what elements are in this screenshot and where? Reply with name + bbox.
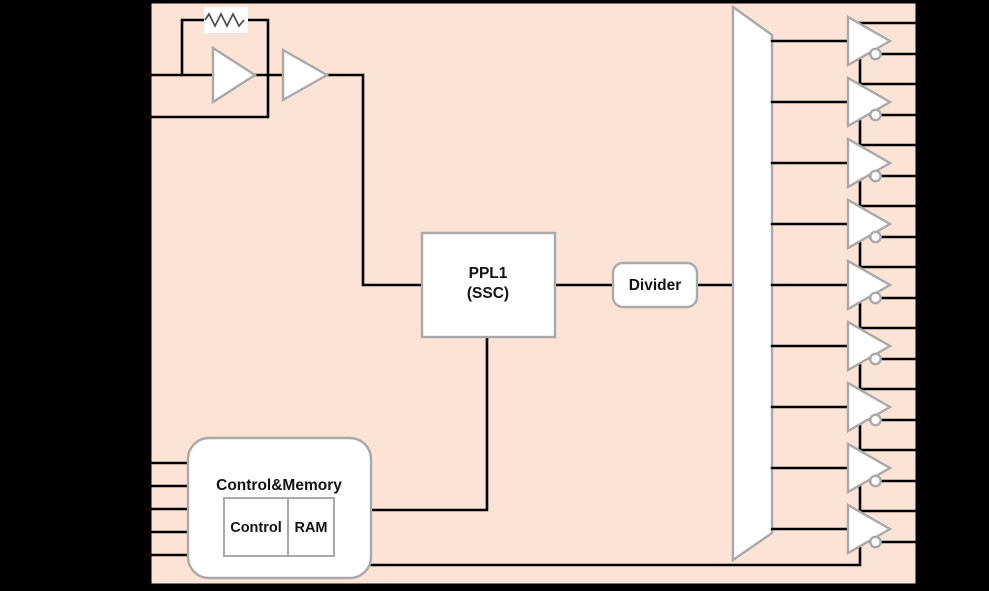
output-buffer-icon [846, 258, 893, 312]
output-buffer-bank [770, 14, 920, 556]
output-buffer-icon [846, 75, 893, 129]
output-buffer-icon [846, 319, 893, 373]
inverter-bubble-icon [869, 474, 882, 488]
resistor-body [204, 7, 248, 33]
inverter-bubble-icon [869, 230, 882, 244]
pll-label-line2: (SSC) [467, 285, 509, 302]
pll-block [420, 231, 557, 339]
control-label: Control [230, 520, 282, 536]
ram-label: RAM [294, 520, 327, 536]
divider-label: Divider [629, 277, 682, 294]
pll-to-control-wire [369, 335, 489, 512]
control-memory-title: Control&Memory [216, 477, 342, 494]
inverter-bubble-icon [869, 352, 882, 366]
inverter-bubble-icon [869, 291, 882, 305]
output-buffer-icon [846, 380, 893, 434]
feedback-resistor [204, 7, 248, 33]
osc-to-pll-wire [325, 73, 424, 287]
output-buffer-icon [846, 136, 893, 190]
inverter-bubble-icon [869, 413, 882, 427]
resistor-zigzag-icon [204, 12, 245, 28]
output-buffer-icon [846, 197, 893, 251]
inverter-bubble-icon [869, 47, 882, 61]
control-pin-stubs [147, 461, 190, 557]
control-memory-block: Control&Memory Control RAM [186, 436, 373, 580]
inverter-bubble-icon [869, 535, 882, 549]
oscillator-amp-icon [211, 45, 258, 105]
pll-label-line1: PPL1 [469, 265, 508, 282]
inverter-bubble-icon [869, 108, 882, 122]
ram-block [287, 497, 335, 557]
output-buffer-icon [846, 14, 893, 68]
output-buffer-icon [846, 441, 893, 495]
output-buffer-icon [846, 502, 893, 556]
inverter-bubble-icon [869, 169, 882, 183]
divider-block [611, 261, 699, 309]
fanout-mux-icon [731, 4, 774, 563]
clock-buffer-icon [281, 47, 330, 103]
